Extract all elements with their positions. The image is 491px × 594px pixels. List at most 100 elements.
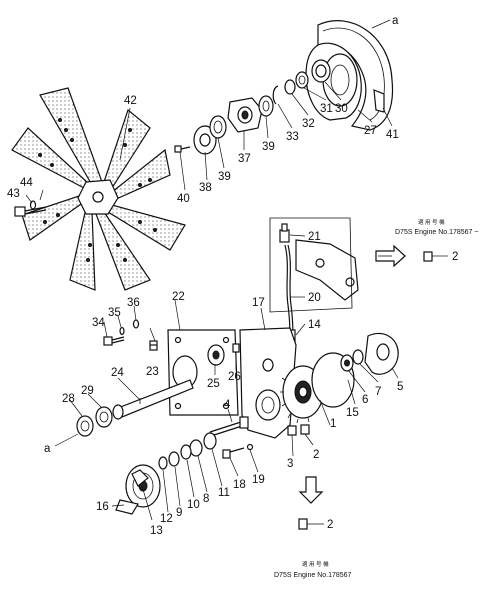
callout-21: 21 xyxy=(308,231,321,243)
callout-35: 35 xyxy=(108,307,121,319)
callout-12: 12 xyxy=(160,513,173,525)
bolt-4 xyxy=(209,416,249,437)
ref-a-top: a xyxy=(392,15,399,27)
plug-3 xyxy=(287,425,297,436)
callout-34: 34 xyxy=(92,317,105,329)
washer-19 xyxy=(246,443,254,451)
callout-31: 31 xyxy=(320,103,333,115)
callout-42: 42 xyxy=(124,95,137,107)
callout-4: 4 xyxy=(224,399,231,411)
ring-32 xyxy=(284,79,296,95)
cover-5 xyxy=(364,332,399,375)
bushing-25 xyxy=(207,344,225,366)
bottom-serial-note: D75S Engine No.178567 xyxy=(274,572,352,579)
bolt-34 xyxy=(103,336,125,346)
bolt-40 xyxy=(174,145,191,153)
bearing-28 xyxy=(76,415,94,437)
top-serial-note: D75S Engine No.178567 ~ xyxy=(395,229,478,236)
callout-2-top-inset: 2 xyxy=(452,251,458,263)
callout-8: 8 xyxy=(203,493,209,505)
callout-26: 26 xyxy=(228,371,241,383)
applicability-notes: 適 用 号 機 D75S Engine No.178567 ~ 適 用 号 機 … xyxy=(274,218,478,579)
callout-11: 11 xyxy=(218,487,230,499)
callout-20: 20 xyxy=(308,292,321,304)
callout-19: 19 xyxy=(252,474,265,486)
adapter-38 xyxy=(193,125,217,155)
washer-35 xyxy=(119,326,125,336)
callout-2: 2 xyxy=(313,449,319,461)
plug-2 xyxy=(300,424,310,435)
callout-25: 25 xyxy=(207,378,220,390)
sensor-cable xyxy=(284,244,291,339)
bottom-applicability-label: 適 用 号 機 xyxy=(302,560,329,568)
gasket-39b xyxy=(258,95,274,117)
callout-33: 33 xyxy=(286,131,299,143)
callout-2-bottom-inset: 2 xyxy=(327,519,333,531)
ring-9 xyxy=(168,451,180,467)
callout-17: 17 xyxy=(252,297,265,309)
callout-16: 16 xyxy=(96,501,109,513)
guard-bracket-41 xyxy=(373,89,385,113)
callout-3: 3 xyxy=(287,458,293,470)
spacer-37 xyxy=(227,97,263,133)
ref-a-left: a xyxy=(44,443,51,455)
callout-27: 27 xyxy=(364,125,377,137)
callout-6: 6 xyxy=(362,394,368,406)
callout-28: 28 xyxy=(62,393,75,405)
fan-blade xyxy=(69,207,96,291)
callout-39b: 39 xyxy=(262,141,275,153)
callout-labels: 42 43 44 40 38 39 37 39 33 32 31 30 27 4… xyxy=(7,15,458,537)
nut-7 xyxy=(352,349,364,365)
spacer-10 xyxy=(180,444,192,460)
callout-14: 14 xyxy=(308,319,321,331)
callout-15: 15 xyxy=(346,407,359,419)
sensor-21 xyxy=(279,223,290,243)
bearing-8 xyxy=(189,439,203,457)
dowel-23 xyxy=(149,340,158,351)
bracket-frame xyxy=(269,217,353,313)
inset-arrow-down xyxy=(298,476,324,504)
callout-29: 29 xyxy=(81,385,94,397)
callout-38: 38 xyxy=(199,182,212,194)
key-13 xyxy=(131,469,149,487)
fan-assembly xyxy=(11,87,186,291)
callout-22: 22 xyxy=(172,291,185,303)
inset-bottom-part xyxy=(298,518,324,530)
callout-30: 30 xyxy=(335,103,348,115)
callout-23: 23 xyxy=(146,366,159,378)
top-applicability-label: 適 用 号 機 xyxy=(418,218,445,226)
callout-37: 37 xyxy=(238,153,251,165)
callout-32: 32 xyxy=(302,118,315,130)
ring-12 xyxy=(158,456,168,470)
fan-hub-center xyxy=(92,191,104,203)
callout-41: 41 xyxy=(386,129,399,141)
snap-ring-33 xyxy=(272,85,279,105)
gasket-39a xyxy=(209,115,227,139)
callout-39a: 39 xyxy=(218,171,231,183)
callout-18: 18 xyxy=(233,479,246,491)
inset-arrow-right xyxy=(375,244,406,268)
callout-7: 7 xyxy=(375,386,381,398)
callout-44: 44 xyxy=(20,177,33,189)
inset-top-part xyxy=(423,251,448,262)
bearing-6 xyxy=(340,354,354,372)
bolt-18 xyxy=(222,447,245,459)
callout-40: 40 xyxy=(177,193,190,205)
spacer-31 xyxy=(295,71,309,89)
mounting-bracket xyxy=(295,239,359,301)
bearing-30 xyxy=(311,59,331,83)
callout-10: 10 xyxy=(187,499,200,511)
callout-13: 13 xyxy=(150,525,163,537)
callout-24: 24 xyxy=(111,367,124,379)
callout-1: 1 xyxy=(330,418,336,430)
pin-26 xyxy=(232,343,240,353)
shaft-24 xyxy=(112,379,194,420)
bearing-29 xyxy=(95,406,113,428)
callout-36: 36 xyxy=(127,297,140,309)
callout-43: 43 xyxy=(7,188,20,200)
leader-lines xyxy=(25,19,399,521)
fan-bolt xyxy=(14,206,47,217)
washer-11 xyxy=(203,432,217,450)
